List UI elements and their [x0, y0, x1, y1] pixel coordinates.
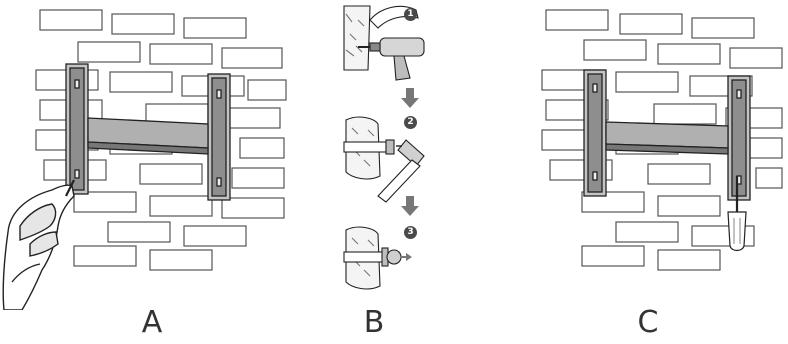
brick-wall-icon	[35, 9, 287, 271]
step-number-2: 2	[404, 116, 417, 129]
panel-label-b: B	[363, 305, 385, 340]
panel-b-illustration	[343, 5, 425, 290]
step-2-anchor	[343, 116, 425, 203]
power-drill-icon	[358, 37, 425, 81]
panel-c-illustration	[541, 9, 783, 271]
panel-c: C	[520, 0, 788, 344]
panel-label-a: A	[141, 305, 163, 340]
step-number-1: 1	[404, 8, 417, 21]
hand-holding-pencil-icon	[2, 179, 75, 310]
panel-b: 1 2 3 B	[300, 0, 450, 344]
step-3-screw	[343, 226, 412, 290]
panel-label-c: C	[637, 305, 659, 340]
panel-a-illustration	[2, 9, 287, 310]
step-1-drilling	[343, 5, 425, 81]
arrow-down-icon	[401, 196, 419, 216]
wall-anchor-icon	[343, 139, 395, 155]
wall-mount-bracket-icon	[583, 69, 751, 201]
screwdriver-icon	[727, 176, 747, 252]
screw-icon	[381, 247, 412, 267]
step-number-3: 3	[404, 226, 417, 239]
wall-mount-bracket-icon	[65, 63, 231, 201]
panel-a: A	[0, 0, 300, 344]
arrow-down-icon	[401, 88, 419, 108]
